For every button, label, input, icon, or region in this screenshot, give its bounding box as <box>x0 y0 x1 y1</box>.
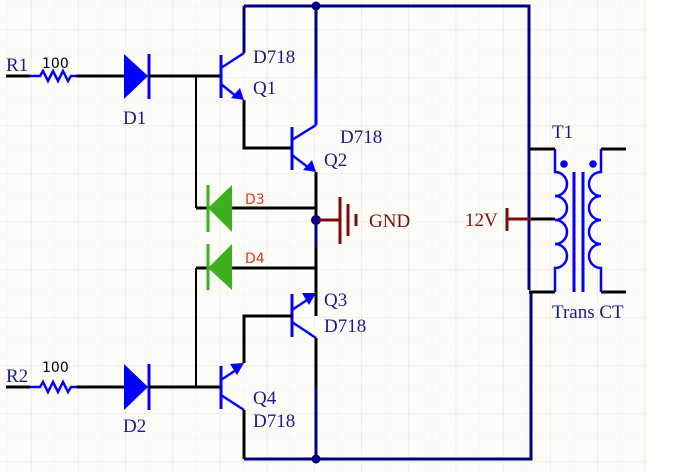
grid-major <box>0 0 647 472</box>
vcc-12v-symbol <box>505 208 531 231</box>
r2-designator: R2 <box>6 366 28 387</box>
d2-diode <box>124 364 148 410</box>
r2-input-branch <box>6 364 220 410</box>
q4-part: D718 <box>253 411 295 432</box>
gnd-label: GND <box>369 211 410 232</box>
gnd-symbol <box>319 197 358 244</box>
d1-designator: D1 <box>123 108 146 129</box>
q2-part: D718 <box>340 127 382 148</box>
q1-transistor <box>219 6 292 150</box>
r1-designator: R1 <box>6 55 28 76</box>
bottom-rail-wire <box>244 292 533 461</box>
d1-diode <box>124 54 148 99</box>
d4-designator: D4 <box>245 251 265 267</box>
d2-designator: D2 <box>123 416 146 437</box>
r1-input-branch <box>6 54 220 208</box>
r1-resistor <box>30 68 77 84</box>
t1-transformer <box>509 147 626 294</box>
junction-bottom <box>311 454 321 464</box>
d3-diode <box>196 185 316 232</box>
vcc-12v-label: 12V <box>465 210 498 231</box>
r2-resistor <box>30 379 77 395</box>
q3-part: D718 <box>324 316 366 337</box>
t1-designator: T1 <box>552 122 573 143</box>
t1-polarity-dot-secondary <box>589 160 597 168</box>
junction-center <box>311 215 321 225</box>
top-rail-wire <box>244 4 531 290</box>
d4-diode <box>195 244 316 386</box>
q4-designator: Q4 <box>253 388 277 409</box>
q1-part: D718 <box>253 47 295 68</box>
q3-designator: Q3 <box>324 290 347 311</box>
q4-transistor <box>219 363 246 459</box>
q1-designator: Q1 <box>253 78 276 99</box>
r2-value: 100 <box>42 360 69 376</box>
q3-transistor <box>242 293 318 387</box>
t1-secondary-winding <box>587 149 603 292</box>
t1-primary-winding <box>553 149 569 292</box>
t1-polarity-dot-primary <box>560 160 568 168</box>
q2-transistor <box>290 6 318 218</box>
t1-part: Trans CT <box>552 302 624 323</box>
r1-value: 100 <box>42 56 69 72</box>
d3-designator: D3 <box>245 192 265 208</box>
q2-designator: Q2 <box>324 150 347 171</box>
